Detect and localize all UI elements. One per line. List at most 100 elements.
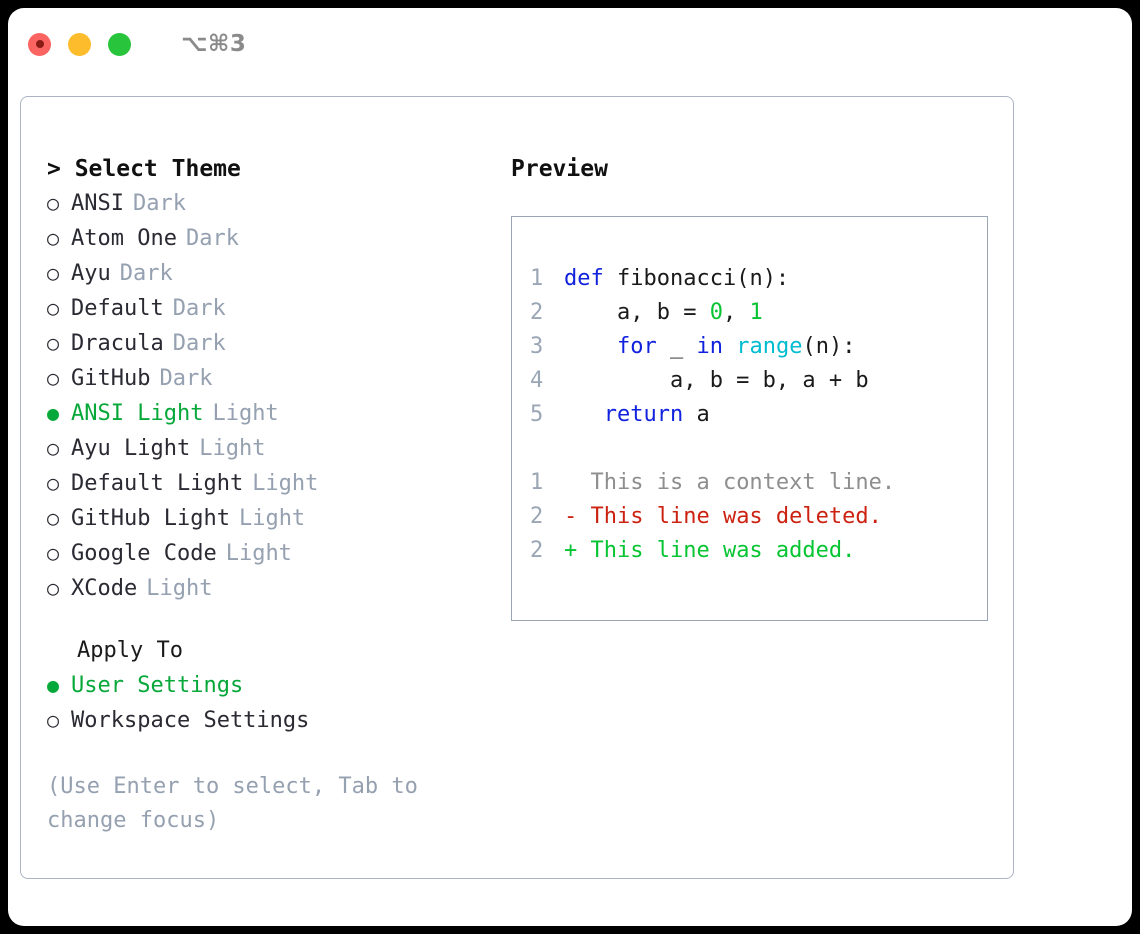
preview-header: Preview <box>511 156 608 182</box>
theme-option-variant: Light <box>238 506 306 531</box>
theme-option-atom-one-dark[interactable]: ○ Atom One Dark <box>47 221 491 256</box>
theme-option-variant: Dark <box>159 366 213 391</box>
code-line-content: for _ in range(n): <box>564 330 855 364</box>
theme-option-variant: Dark <box>185 226 239 251</box>
close-window-button[interactable] <box>28 32 51 56</box>
code-line: 3 for _ in range(n): <box>530 330 987 364</box>
code-token-plain <box>564 402 604 427</box>
diff-line-ctx: 1 This is a context line. <box>530 466 987 500</box>
theme-option-ansi-dark[interactable]: ○ ANSI Dark <box>47 186 491 221</box>
code-token-kw: for <box>616 334 657 359</box>
theme-option-label: ANSI <box>71 191 124 216</box>
radio-unselected-icon: ○ <box>47 226 60 250</box>
theme-option-variant: Dark <box>132 191 186 216</box>
code-line-content: a, b = b, a + b <box>564 364 869 398</box>
diff-line-del: 2- This line was deleted. <box>530 500 987 534</box>
radio-unselected-icon: ○ <box>47 296 60 320</box>
diff-line-number: 1 <box>530 470 544 495</box>
theme-option-github-dark[interactable]: ○ GitHub Dark <box>47 361 491 396</box>
code-line: 1 def fibonacci(n): <box>530 262 987 296</box>
apply-to-list: ● User Settings ○ Workspace Settings <box>47 668 491 738</box>
keyboard-hint-text: (Use Enter to select, Tab to change focu… <box>47 774 418 833</box>
code-line-content: a, b = 0, 1 <box>564 296 763 330</box>
code-line-number: 2 <box>530 300 544 325</box>
apply-to-option-workspace-settings[interactable]: ○ Workspace Settings <box>47 703 491 738</box>
code-line-number: 4 <box>530 368 544 393</box>
apply-to-header: Apply To <box>77 638 183 663</box>
radio-unselected-icon: ○ <box>47 471 60 495</box>
theme-option-label: Default <box>71 296 164 321</box>
theme-option-variant: Dark <box>172 331 226 356</box>
code-token-plain: a, b = <box>564 300 710 325</box>
radio-unselected-icon: ○ <box>47 261 60 285</box>
theme-option-variant: Light <box>252 471 319 496</box>
theme-option-label: GitHub <box>71 366 151 391</box>
code-line: 4 a, b = b, a + b <box>530 364 987 398</box>
code-line: 5 return a <box>530 398 987 432</box>
apply-to-option-label: Workspace Settings <box>71 708 310 733</box>
theme-option-label: XCode <box>71 576 138 601</box>
theme-option-dracula-dark[interactable]: ○ Dracula Dark <box>47 326 491 361</box>
diff-marker: - <box>564 504 578 529</box>
radio-unselected-icon: ○ <box>47 366 60 390</box>
apply-to-option-user-settings[interactable]: ● User Settings <box>47 668 491 703</box>
code-token-plain <box>564 334 617 359</box>
radio-unselected-icon: ○ <box>47 506 60 530</box>
code-token-plain: a, b = b, a + b <box>564 368 869 393</box>
diff-marker <box>564 470 577 495</box>
diff-text: This line was deleted. <box>577 504 882 529</box>
minimize-window-button[interactable] <box>68 32 91 56</box>
radio-unselected-icon: ○ <box>47 331 60 355</box>
diff-line-content: - This line was deleted. <box>564 500 882 534</box>
code-token-plain: a <box>683 402 710 427</box>
code-line-content: def fibonacci(n): <box>564 262 789 296</box>
code-token-num: 1 <box>749 300 763 325</box>
theme-option-variant: Dark <box>119 261 173 286</box>
theme-option-default-dark[interactable]: ○ Default Dark <box>47 291 491 326</box>
code-token-plain <box>723 334 736 359</box>
radio-unselected-icon: ○ <box>47 541 60 565</box>
traffic-lights <box>28 32 131 56</box>
code-token-fn: range <box>736 334 803 359</box>
radio-unselected-icon: ○ <box>47 191 60 215</box>
code-line-content: return a <box>564 398 710 432</box>
radio-selected-icon: ● <box>47 673 60 697</box>
theme-option-default-light-light[interactable]: ○ Default Light Light <box>47 466 491 501</box>
diff-line-add: 2 + This line was added. <box>530 534 987 568</box>
code-token-plain: _ <box>656 334 697 359</box>
theme-option-ayu-dark[interactable]: ○ Ayu Dark <box>47 256 491 291</box>
theme-option-label: Atom One <box>71 226 177 251</box>
radio-unselected-icon: ○ <box>47 708 60 732</box>
code-token-num: 0 <box>709 300 723 325</box>
code-token-kw: return <box>603 402 684 427</box>
diff-line-number: 2 <box>530 538 544 563</box>
radio-unselected-icon: ○ <box>47 576 60 600</box>
code-diff-spacer <box>530 432 987 466</box>
code-line-number: 5 <box>530 402 544 427</box>
diff-line-content: + This line was added. <box>564 534 855 568</box>
theme-option-variant: Light <box>212 401 279 426</box>
theme-option-label: Default Light <box>71 471 244 496</box>
theme-option-label: Ayu <box>71 261 111 286</box>
code-line-number: 1 <box>530 266 544 291</box>
apply-to-option-label: User Settings <box>71 673 244 698</box>
theme-option-variant: Dark <box>172 296 226 321</box>
zoom-window-button[interactable] <box>108 32 131 56</box>
code-line-number: 3 <box>530 334 544 359</box>
theme-option-variant: Light <box>146 576 213 601</box>
diff-text: This line was added. <box>577 538 856 563</box>
theme-option-xcode-light[interactable]: ○ XCode Light <box>47 571 491 606</box>
radio-unselected-icon: ○ <box>47 436 60 460</box>
theme-option-label: Dracula <box>71 331 164 356</box>
code-token-kw: def <box>564 266 604 291</box>
